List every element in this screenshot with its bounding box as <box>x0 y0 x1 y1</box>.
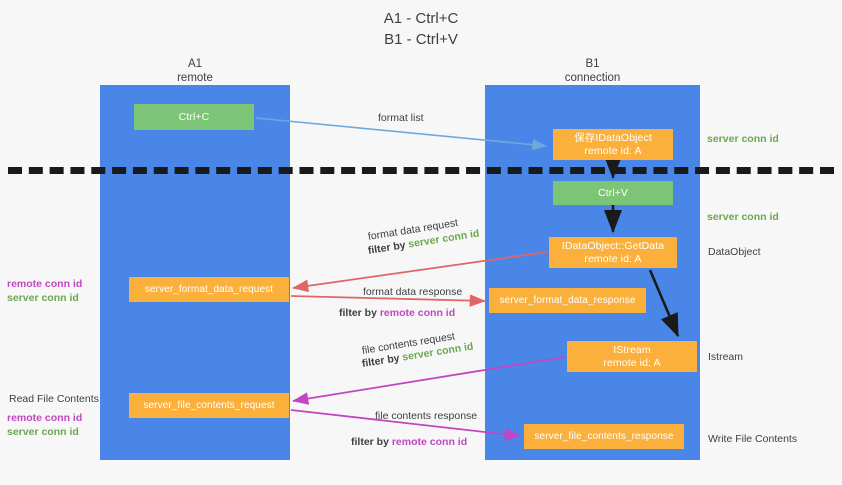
arrow-getdata-to-istream <box>648 269 680 338</box>
node-server-file-contents-response[interactable]: server_file_contents_response <box>524 424 684 449</box>
edge-label-file-contents-response-filter: filter by remote conn id <box>351 435 467 449</box>
node-save-idataobject[interactable]: 保存IDataObject remote id: A <box>553 129 673 160</box>
lane-header-b1: B1 connection <box>564 58 621 84</box>
edge-label-format-list: format list <box>378 112 424 124</box>
side-label-conn-id-pair-top: remote conn id server conn id <box>7 277 82 305</box>
arrow-format-data-response <box>290 294 486 307</box>
side-label-server-conn-id: server conn id <box>7 426 79 438</box>
arrow-file-contents-request <box>292 356 566 405</box>
side-label-remote-conn-id: remote conn id <box>7 278 83 290</box>
arrow-file-contents-response <box>290 409 521 441</box>
arrow-format-list <box>255 117 547 151</box>
node-server-format-data-request[interactable]: server_format_data_request <box>129 277 289 302</box>
edge-label-format-data-response-filter: filter by remote conn id <box>339 306 455 320</box>
filter-prefix: filter by <box>351 436 392 448</box>
node-istream[interactable]: IStream remote id: A <box>567 341 697 372</box>
edge-label-file-contents-response: file contents response <box>375 410 478 422</box>
side-label-server-conn-id: server conn id <box>7 292 79 304</box>
node-ctrl-v[interactable]: Ctrl+V <box>553 181 673 205</box>
node-ctrl-c[interactable]: Ctrl+C <box>134 104 254 130</box>
phase-divider <box>8 167 834 174</box>
side-label-server-conn-id-mid: server conn id <box>707 211 779 223</box>
lane-header-a1: A1 remote <box>177 58 213 84</box>
side-label-server-conn-id-top: server conn id <box>707 133 779 145</box>
diagram-title: A1 - Ctrl+C B1 - Ctrl+V <box>383 10 459 48</box>
edge-label-format-data-response: format data response <box>363 286 463 298</box>
filter-prefix: filter by <box>339 307 380 319</box>
side-label-read-file-contents: Read File Contents <box>9 393 99 405</box>
side-label-remote-conn-id: remote conn id <box>7 412 83 424</box>
arrow-format-data-request <box>292 251 548 293</box>
filter-key-remote-conn-id: remote conn id <box>379 307 456 319</box>
node-idataobject-getdata[interactable]: IDataObject::GetData remote id: A <box>549 237 677 268</box>
side-label-write-file-contents: Write File Contents <box>708 433 798 445</box>
filter-key-remote-conn-id: remote conn id <box>391 436 468 448</box>
side-label-conn-id-pair-bottom: remote conn id server conn id <box>7 411 82 439</box>
side-label-istream: Istream <box>708 351 744 363</box>
side-label-dataobject: DataObject <box>708 246 761 258</box>
node-server-format-data-response[interactable]: server_format_data_response <box>489 288 646 313</box>
node-server-file-contents-request[interactable]: server_file_contents_request <box>129 393 289 418</box>
